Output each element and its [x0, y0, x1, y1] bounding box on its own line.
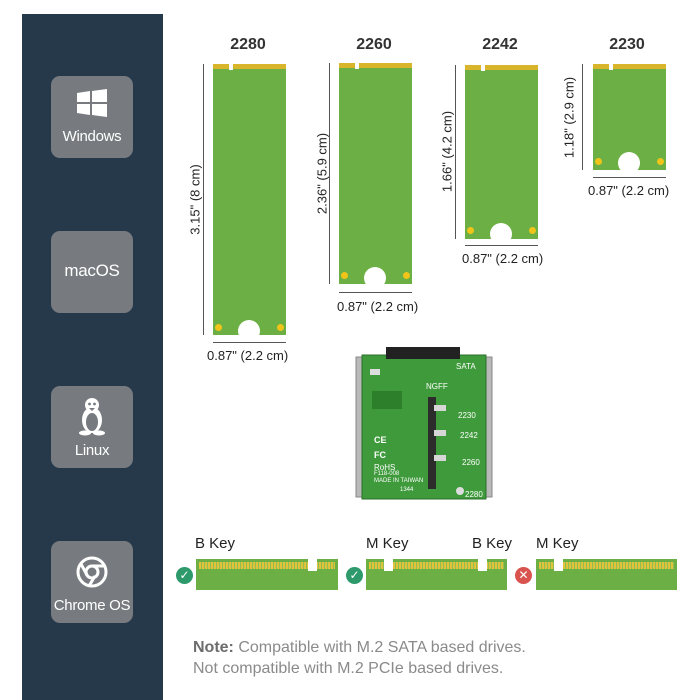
os-label-windows: Windows	[62, 128, 122, 145]
m2-card-2242	[465, 65, 538, 245]
os-tile-macos: macOS	[51, 231, 133, 313]
dim-width-2280: 0.87" (2.2 cm)	[207, 348, 289, 363]
note-bold: Note:	[193, 639, 234, 656]
os-label-macos: macOS	[64, 261, 120, 280]
os-sidebar: Windows macOS Linux	[22, 14, 163, 700]
board-sata-label: SATA	[456, 362, 476, 371]
board-origin: MADE IN TAIWAN	[374, 478, 424, 484]
dim-width-2242: 0.87" (2.2 cm)	[462, 251, 544, 266]
dim-width-2260: 0.87" (2.2 cm)	[337, 299, 419, 314]
dim-line-2242-length	[455, 65, 456, 239]
dim-line-2260-width	[339, 292, 412, 293]
note-line-1-text: Compatible with M.2 SATA based drives.	[233, 639, 526, 656]
dim-line-2242-width	[465, 245, 538, 246]
dim-line-2280-width	[213, 342, 286, 343]
dim-width-2230: 0.87" (2.2 cm)	[588, 183, 670, 198]
key3-incompatible-icon: ✕	[515, 567, 532, 584]
dim-line-2260-length	[329, 63, 330, 284]
linux-tux-icon	[51, 396, 133, 436]
card-size-2242: 2242	[482, 36, 518, 53]
dim-length-2280: 3.15" (8 cm)	[187, 164, 203, 235]
key2-connector	[366, 559, 507, 590]
key2-compatible-icon: ✓	[346, 567, 363, 584]
m2-card-2280	[213, 64, 286, 342]
windows-logo-icon	[51, 88, 133, 124]
adapter-board: SATA NGFF 2230 2242 2260 2280 CE FC RoHS…	[350, 345, 498, 503]
dim-length-2230: 1.18" (2.9 cm)	[561, 76, 577, 159]
key1-connector	[196, 559, 338, 590]
os-tile-chrome: Chrome OS	[51, 541, 133, 623]
board-model: F118-008	[374, 471, 400, 477]
key1-compatible-icon: ✓	[176, 567, 193, 584]
os-label-linux: Linux	[74, 442, 110, 459]
card-size-2280: 2280	[230, 36, 266, 53]
dim-line-2230-width	[593, 177, 666, 178]
board-ce-mark: CE	[374, 435, 387, 445]
dim-length-2260: 2.36" (5.9 cm)	[314, 132, 330, 215]
key2-left-label: M Key	[366, 535, 409, 552]
m2-card-2260	[339, 63, 412, 289]
os-tile-linux: Linux	[51, 386, 133, 468]
dim-line-2230-length	[582, 64, 583, 170]
board-mark-2230: 2230	[458, 411, 476, 420]
os-tile-windows: Windows	[51, 76, 133, 158]
dim-length-2242: 1.66" (4.2 cm)	[439, 110, 455, 193]
board-mark-2260: 2260	[462, 458, 480, 467]
board-code: 1344	[400, 487, 414, 493]
board-rohs-mark: RoHS	[374, 463, 396, 472]
board-ngff-label: NGFF	[426, 382, 448, 391]
card-size-2260: 2260	[356, 36, 392, 53]
note-line-1: Note: Compatible with M.2 SATA based dri…	[193, 639, 526, 657]
key3-connector	[536, 559, 677, 590]
key1-label: B Key	[195, 535, 236, 552]
note-line-2: Not compatible with M.2 PCIe based drive…	[193, 660, 504, 677]
m2-card-2230	[593, 64, 666, 174]
chrome-logo-icon	[51, 555, 133, 591]
card-size-2230: 2230	[609, 36, 645, 53]
board-fc-mark: FC	[374, 450, 386, 460]
key3-label: M Key	[536, 535, 579, 552]
dim-line-2280-length	[203, 64, 204, 335]
board-mark-2280: 2280	[465, 490, 483, 499]
board-mark-2242: 2242	[460, 431, 478, 440]
key2-right-label: B Key	[472, 535, 513, 552]
os-label-chrome: Chrome OS	[53, 597, 131, 614]
